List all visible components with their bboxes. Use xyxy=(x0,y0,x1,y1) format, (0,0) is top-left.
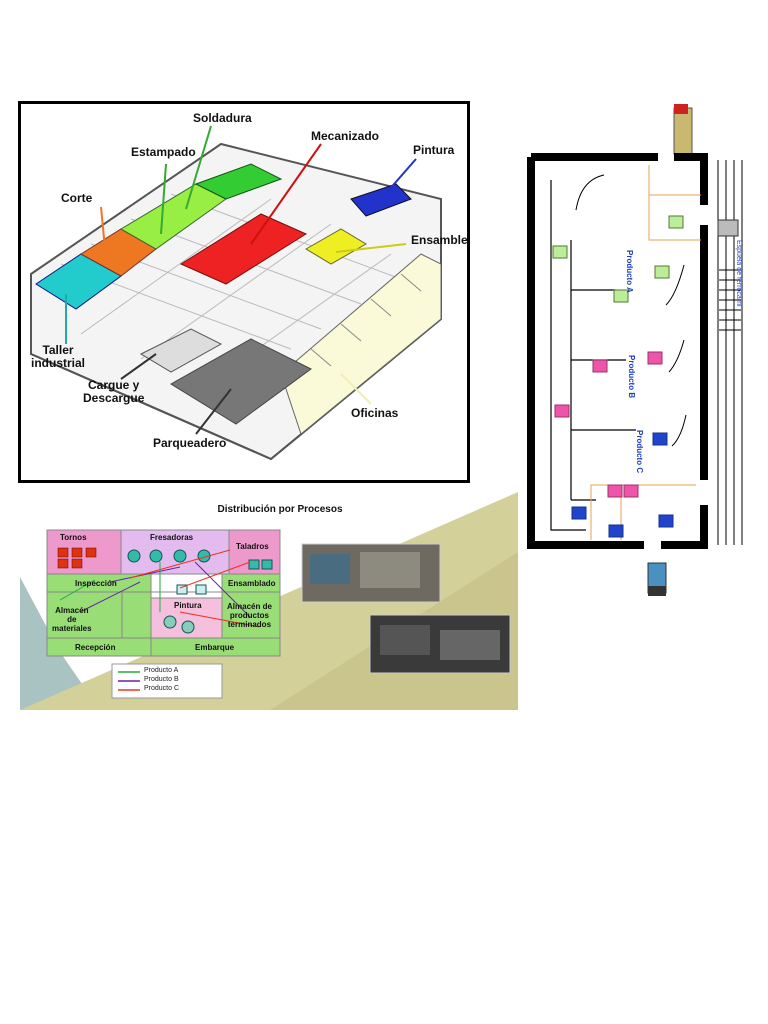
label-pintura: Pintura xyxy=(413,143,455,157)
cell-almacen-materiales: Almacén de materiales xyxy=(52,606,92,633)
legend-producto-c: Producto C xyxy=(144,685,180,692)
cell-inspeccion: Inspección xyxy=(75,579,117,588)
label-taller: Taller industrial xyxy=(31,343,86,370)
cell-recepcion: Recepción xyxy=(75,643,116,652)
floor-plan: Producto A Producto B Producto C Espuela… xyxy=(526,100,762,600)
label-estampado: Estampado xyxy=(131,145,196,159)
label-cargue: Cargue y Descargue xyxy=(83,378,145,405)
rail-car-icon xyxy=(717,219,739,237)
floor-plan-drawing xyxy=(527,104,743,596)
ensamble-zone xyxy=(305,228,367,265)
label-ensamble: Ensamble xyxy=(411,233,468,247)
pintura-zone xyxy=(350,183,412,217)
cell-taladros: Taladros xyxy=(236,542,269,551)
label-corte: Corte xyxy=(61,191,93,205)
cell-fresadoras: Fresadoras xyxy=(150,533,194,542)
oficinas-zone xyxy=(280,253,442,435)
mecanizado-zone xyxy=(179,213,308,285)
label-soldadura: Soldadura xyxy=(193,111,252,125)
cargue-zone xyxy=(139,328,223,373)
cell-pintura: Pintura xyxy=(174,601,202,610)
legend-producto-b: Producto B xyxy=(144,676,179,683)
cell-ensamblado: Ensamblado xyxy=(228,579,276,588)
label-producto-c: Producto C xyxy=(635,430,644,474)
label-producto-b: Producto B xyxy=(627,355,636,399)
process-layout-slide: Distribución por Procesos Tornos Fresado… xyxy=(20,492,518,710)
plant-building-drawing xyxy=(30,125,442,461)
label-mecanizado: Mecanizado xyxy=(311,129,380,143)
label-oficinas: Oficinas xyxy=(351,406,399,420)
cell-embarque: Embarque xyxy=(195,643,235,652)
label-parqueadero: Parqueadero xyxy=(153,436,227,450)
legend-producto-a: Producto A xyxy=(144,667,179,674)
cell-tornos: Tornos xyxy=(60,533,87,542)
plant-layout-illustration: Soldadura Mecanizado Estampado Pintura C… xyxy=(18,101,470,483)
label-producto-a: Producto A xyxy=(625,250,634,293)
cell-almacen-productos: Almacén de productos terminados xyxy=(227,602,272,629)
soldadura-zone xyxy=(194,163,283,200)
process-title: Distribución por Procesos xyxy=(217,504,343,515)
label-rail: Espuela de ferrocarril xyxy=(735,240,742,307)
slide-background xyxy=(20,492,518,710)
truck-top-icon xyxy=(673,107,693,155)
